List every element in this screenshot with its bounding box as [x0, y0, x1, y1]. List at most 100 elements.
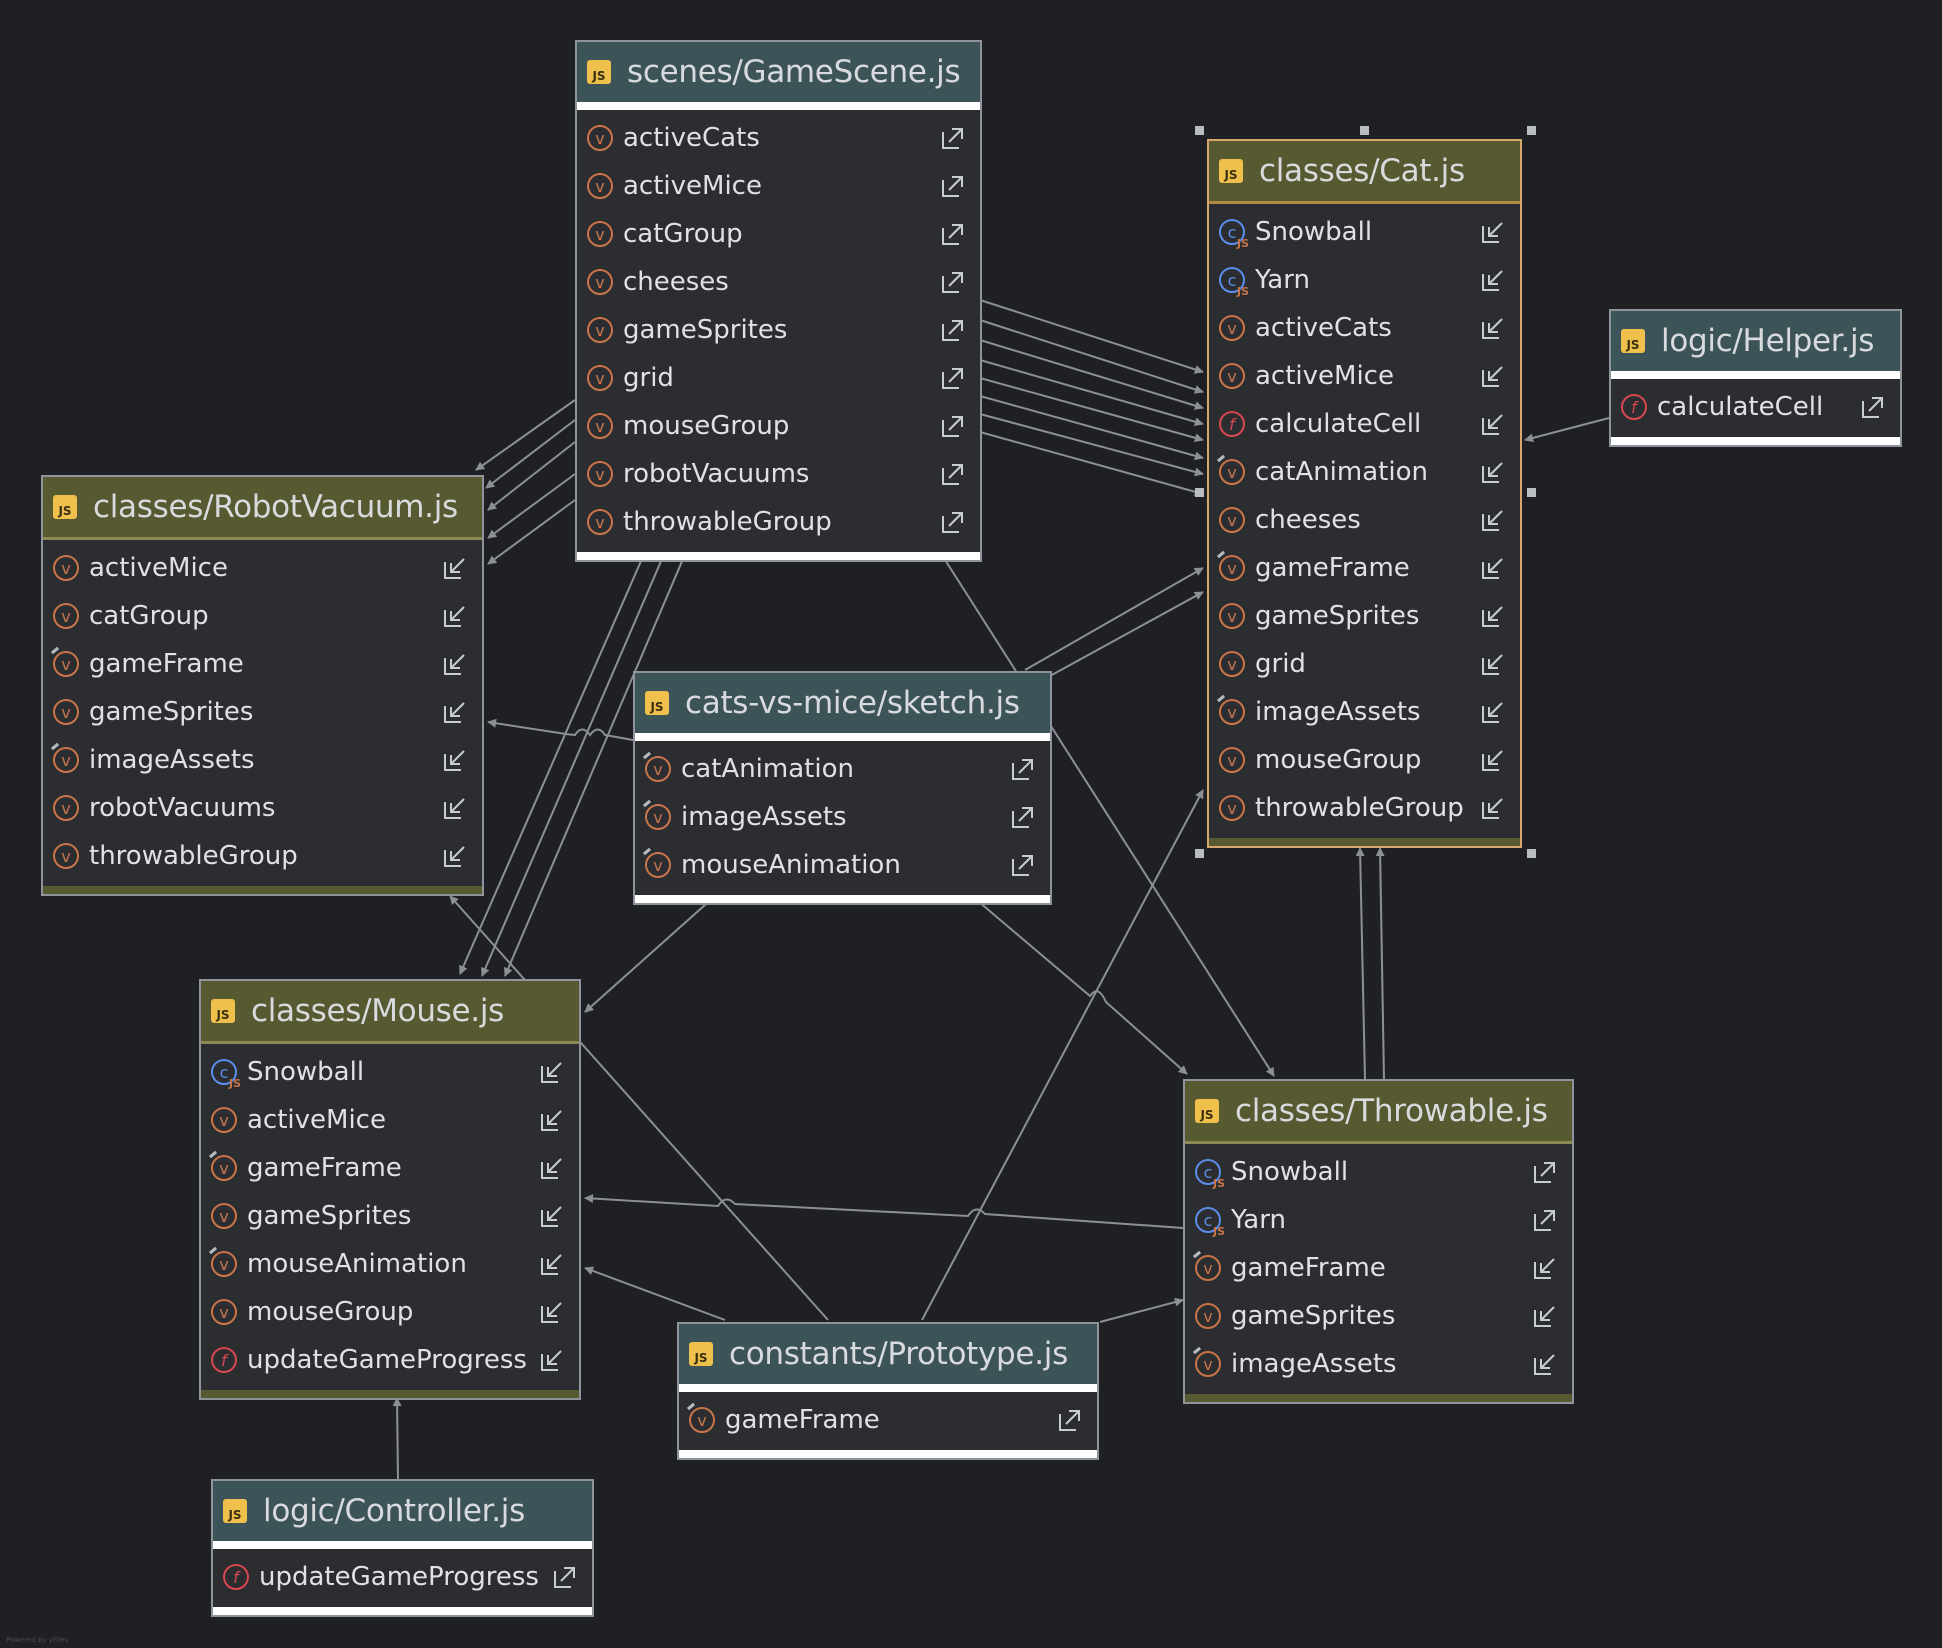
import-icon[interactable]: [442, 603, 468, 629]
export-icon[interactable]: [1010, 804, 1036, 830]
member-row[interactable]: cSnowball: [1185, 1148, 1572, 1196]
import-icon[interactable]: [539, 1107, 565, 1133]
node-header[interactable]: JS scenes/GameScene.js: [577, 42, 980, 110]
import-icon[interactable]: [539, 1347, 565, 1373]
import-icon[interactable]: [1532, 1351, 1558, 1377]
import-icon[interactable]: [442, 651, 468, 677]
import-icon[interactable]: [1480, 747, 1506, 773]
selection-handle[interactable]: [1360, 126, 1369, 135]
selection-handle[interactable]: [1195, 488, 1204, 497]
import-icon[interactable]: [539, 1203, 565, 1229]
module-node-mouse[interactable]: JS classes/Mouse.js cSnowballvactiveMice…: [199, 979, 581, 1400]
import-icon[interactable]: [442, 795, 468, 821]
export-icon[interactable]: [1057, 1407, 1083, 1433]
import-icon[interactable]: [1480, 507, 1506, 533]
import-icon[interactable]: [539, 1251, 565, 1277]
export-icon[interactable]: [940, 461, 966, 487]
member-row[interactable]: cSnowball: [1209, 208, 1520, 256]
import-icon[interactable]: [1480, 315, 1506, 341]
export-icon[interactable]: [940, 509, 966, 535]
import-icon[interactable]: [1480, 651, 1506, 677]
node-header[interactable]: JS classes/Throwable.js: [1185, 1081, 1572, 1144]
import-icon[interactable]: [1532, 1303, 1558, 1329]
export-icon[interactable]: [1010, 852, 1036, 878]
import-icon[interactable]: [1480, 363, 1506, 389]
import-icon[interactable]: [1480, 699, 1506, 725]
export-icon[interactable]: [552, 1564, 578, 1590]
export-icon[interactable]: [940, 125, 966, 151]
import-icon[interactable]: [442, 843, 468, 869]
node-header[interactable]: JS logic/Controller.js: [213, 1481, 592, 1549]
selection-handle[interactable]: [1195, 849, 1204, 858]
node-header[interactable]: JS logic/Helper.js: [1611, 311, 1900, 379]
import-icon[interactable]: [1480, 219, 1506, 245]
node-header[interactable]: JS cats-vs-mice/sketch.js: [635, 673, 1050, 741]
export-icon[interactable]: [940, 317, 966, 343]
import-icon[interactable]: [1532, 1255, 1558, 1281]
member-row[interactable]: cSnowball: [201, 1048, 579, 1096]
selection-handle[interactable]: [1527, 488, 1536, 497]
module-node-cat[interactable]: JS classes/Cat.js cSnowballcYarnvactiveC…: [1207, 139, 1522, 848]
export-icon[interactable]: [940, 173, 966, 199]
import-icon[interactable]: [442, 555, 468, 581]
import-icon[interactable]: [1480, 603, 1506, 629]
import-icon[interactable]: [442, 747, 468, 773]
import-icon[interactable]: [1480, 267, 1506, 293]
member-row[interactable]: cYarn: [1209, 256, 1520, 304]
export-icon[interactable]: [1532, 1159, 1558, 1185]
export-icon[interactable]: [940, 413, 966, 439]
node-header[interactable]: JS constants/Prototype.js: [679, 1324, 1097, 1392]
node-header[interactable]: JS classes/Cat.js: [1209, 141, 1520, 204]
selection-handle[interactable]: [1527, 126, 1536, 135]
export-icon[interactable]: [1010, 756, 1036, 782]
export-icon[interactable]: [940, 365, 966, 391]
import-icon[interactable]: [539, 1059, 565, 1085]
module-node-throwable[interactable]: JS classes/Throwable.js cSnowballcYarnvg…: [1183, 1079, 1574, 1404]
selection-handle[interactable]: [1195, 126, 1204, 135]
member-row[interactable]: cYarn: [1185, 1196, 1572, 1244]
node-header[interactable]: JS classes/RobotVacuum.js: [43, 477, 482, 540]
export-icon[interactable]: [940, 221, 966, 247]
node-header[interactable]: JS classes/Mouse.js: [201, 981, 579, 1044]
